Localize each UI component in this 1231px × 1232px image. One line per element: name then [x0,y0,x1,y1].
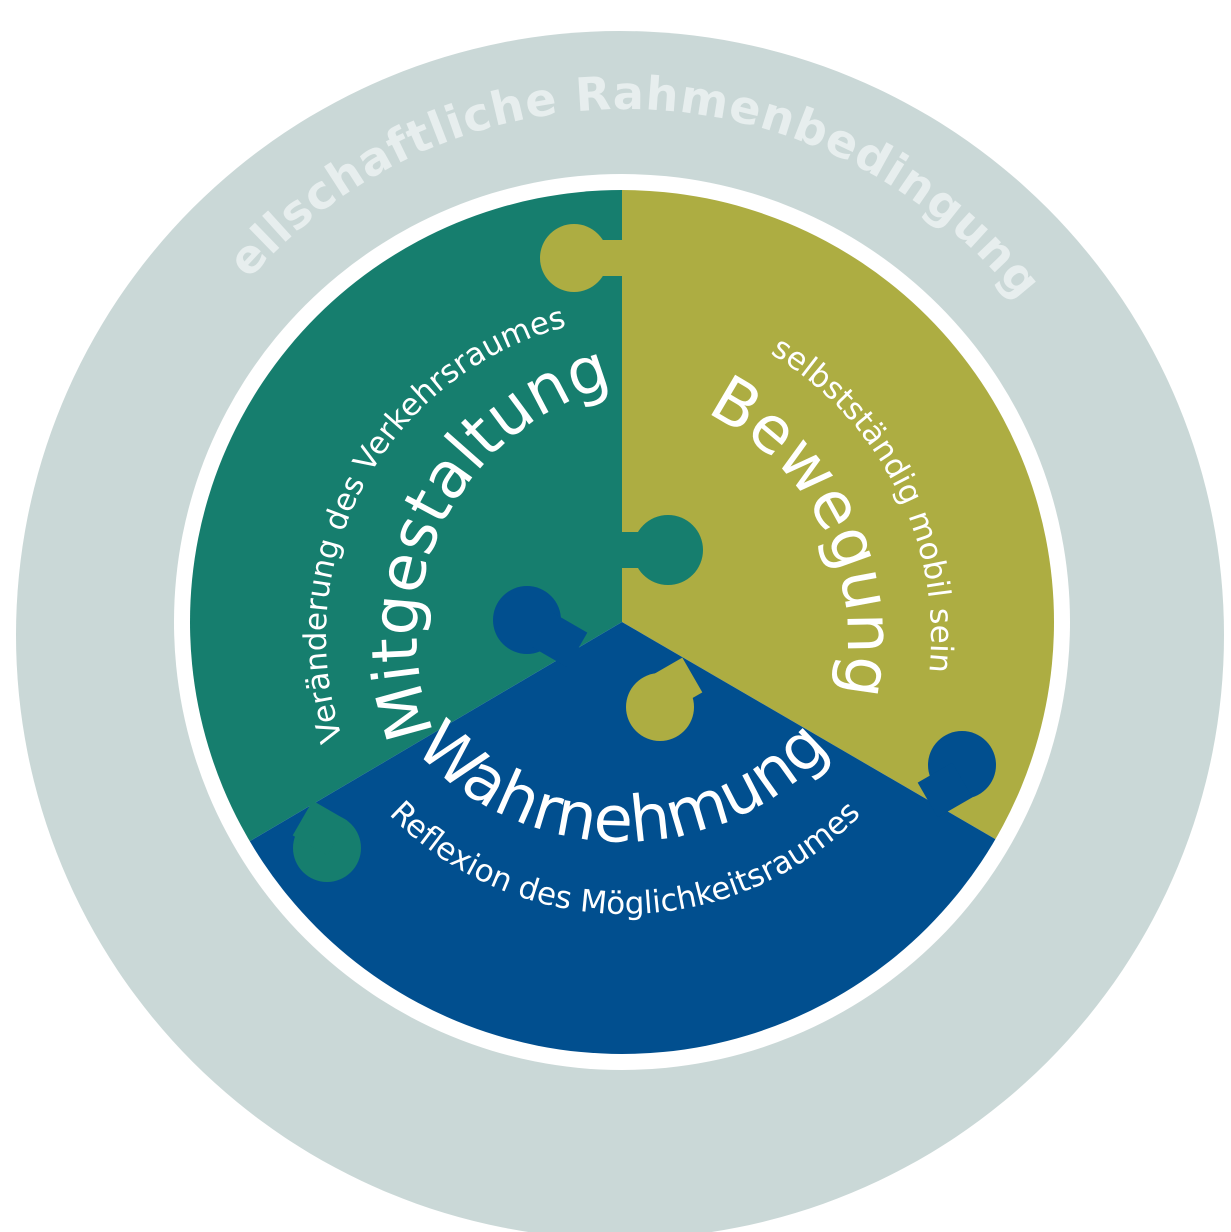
puzzle-knob-neck [532,612,588,668]
segment-wahrnehmung [190,622,1054,1054]
puzzle-knob-neck [647,657,703,713]
puzzle-knob-neck [614,532,654,568]
puzzle-knob-neck [917,762,973,818]
puzzle-knob-neck [292,800,348,856]
puzzle-knob-neck [590,240,630,276]
